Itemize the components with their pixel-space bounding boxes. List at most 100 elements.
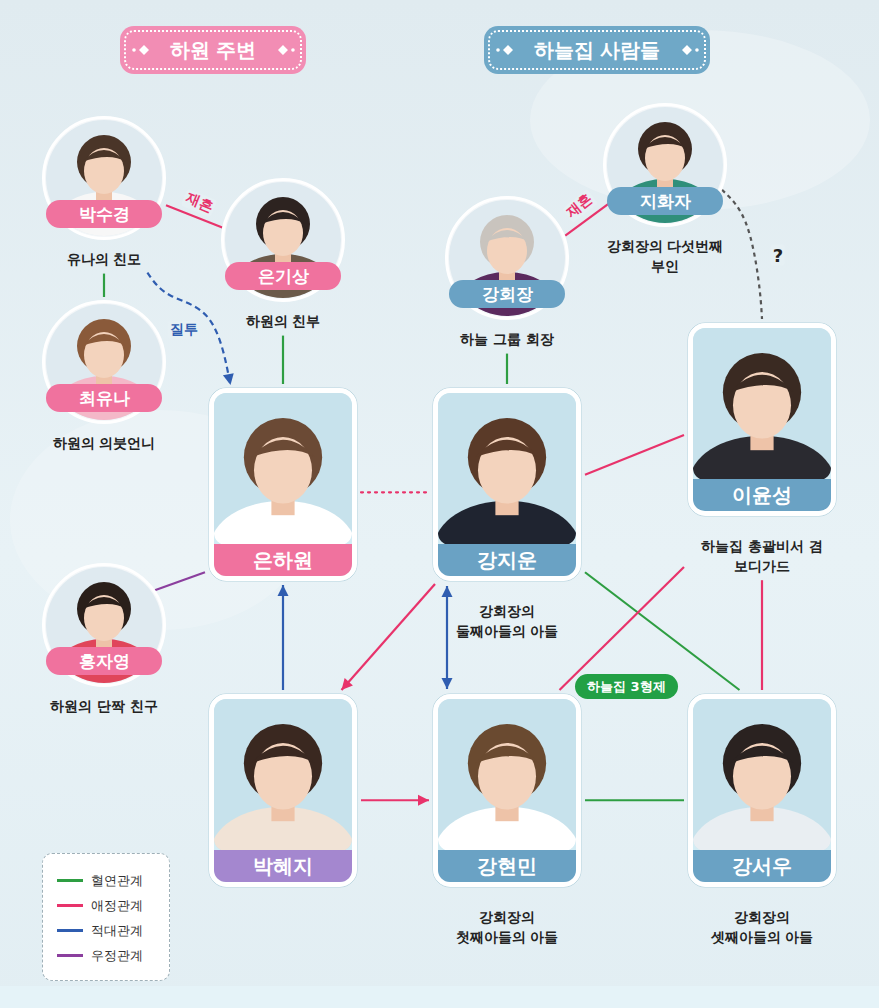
character-card: 강서우강회장의 셋째아들의 아들 bbox=[687, 693, 837, 947]
legend-swatch bbox=[57, 879, 83, 882]
portrait-frame: 강서우 bbox=[687, 693, 837, 888]
legend-text: 우정관계 bbox=[91, 947, 143, 965]
portrait-frame: 지화자 bbox=[603, 103, 727, 227]
character-name: 강서우 bbox=[732, 853, 792, 880]
character-name: 홍자영 bbox=[79, 650, 130, 673]
legend-text: 애정관계 bbox=[91, 897, 143, 915]
legend-text: 적대관계 bbox=[91, 922, 143, 940]
legend-item: 우정관계 bbox=[57, 943, 157, 968]
relation-line bbox=[282, 585, 284, 690]
character-description: 강회장의 첫째아들의 아들 bbox=[445, 908, 569, 947]
character-card: 박혜지 bbox=[208, 693, 358, 888]
character-circle: 최유나하원의 의붓언니 bbox=[42, 300, 166, 454]
character-card: 이윤성하늘집 총괄비서 겸 보디가드 bbox=[687, 322, 837, 576]
character-description: 유나의 친모 bbox=[42, 250, 166, 270]
character-description: 하늘집 총괄비서 겸 보디가드 bbox=[687, 537, 837, 576]
arrow-head bbox=[442, 678, 453, 689]
name-band: 은기상 bbox=[225, 262, 341, 290]
character-name: 최유나 bbox=[79, 387, 130, 410]
character-name: 지화자 bbox=[640, 190, 691, 213]
character-description: 강회장의 셋째아들의 아들 bbox=[700, 908, 824, 947]
arrow-head bbox=[442, 586, 453, 597]
name-band: 강현민 bbox=[438, 850, 576, 882]
portrait-frame: 박수경 bbox=[42, 116, 166, 240]
character-card: 강지운강회장의 둘째아들의 아들 bbox=[432, 387, 582, 641]
character-description: 하원의 친부 bbox=[221, 312, 345, 332]
name-band: 강회장 bbox=[449, 280, 565, 308]
group-tag-text: 하늘집 3형제 bbox=[587, 679, 666, 694]
legend-box: 혈연관계애정관계적대관계우정관계 bbox=[42, 853, 170, 981]
portrait-frame: 강지운 bbox=[432, 387, 582, 582]
relation-label: 질투 bbox=[168, 321, 200, 339]
legend-item: 적대관계 bbox=[57, 918, 157, 943]
character-description: 강회장의 다섯번째 부인 bbox=[603, 237, 727, 276]
portrait-frame: 이윤성 bbox=[687, 322, 837, 517]
legend-swatch bbox=[57, 929, 83, 932]
character-card: 은하원 bbox=[208, 387, 358, 582]
name-band: 박수경 bbox=[46, 200, 162, 228]
banner-title: 하늘집 사람들 bbox=[534, 38, 661, 62]
name-band: 박혜지 bbox=[214, 850, 352, 882]
name-band: 최유나 bbox=[46, 384, 162, 412]
character-name: 이윤성 bbox=[732, 482, 792, 509]
portrait-frame: 은기상 bbox=[221, 178, 345, 302]
character-description: 하원의 단짝 친구 bbox=[42, 697, 166, 717]
portrait-frame: 강회장 bbox=[445, 196, 569, 320]
group-tag: 하늘집 3형제 bbox=[575, 674, 678, 699]
character-name: 박수경 bbox=[79, 203, 130, 226]
relation-line bbox=[506, 354, 508, 384]
character-name: 강회장 bbox=[482, 283, 533, 306]
legend-swatch bbox=[57, 904, 83, 907]
legend-swatch bbox=[57, 954, 83, 957]
character-circle: 강회장하늘 그룹 회장 bbox=[445, 196, 569, 350]
character-name: 은기상 bbox=[258, 265, 309, 288]
character-description: 하늘 그룹 회장 bbox=[445, 330, 569, 350]
character-name: 강지운 bbox=[477, 547, 537, 574]
group-banner: 하늘집 사람들 bbox=[488, 30, 707, 70]
relation-line bbox=[585, 435, 684, 475]
arrow-head bbox=[418, 795, 429, 806]
relation-label: 재혼 bbox=[181, 189, 217, 218]
banner-title: 하원 주변 bbox=[170, 38, 257, 62]
relation-line bbox=[722, 190, 762, 319]
character-description: 강회장의 둘째아들의 아들 bbox=[445, 602, 569, 641]
character-description: 하원의 의붓언니 bbox=[42, 434, 166, 454]
relation-line bbox=[560, 567, 685, 690]
name-band: 강서우 bbox=[693, 850, 831, 882]
character-circle: 은기상하원의 친부 bbox=[221, 178, 345, 332]
arrow-head bbox=[223, 373, 234, 385]
name-band: 은하원 bbox=[214, 544, 352, 576]
legend-item: 애정관계 bbox=[57, 893, 157, 918]
name-band: 강지운 bbox=[438, 544, 576, 576]
portrait-frame: 홍자영 bbox=[42, 563, 166, 687]
character-name: 강현민 bbox=[477, 853, 537, 880]
arrow-head bbox=[278, 585, 289, 596]
relation-label: 재혼 bbox=[562, 189, 598, 223]
character-circle: 박수경유나의 친모 bbox=[42, 116, 166, 270]
character-name: 박혜지 bbox=[253, 853, 313, 880]
arrow-head bbox=[342, 678, 353, 690]
name-band: 지화자 bbox=[607, 187, 723, 215]
portrait-frame: 박혜지 bbox=[208, 693, 358, 888]
relation-line bbox=[342, 584, 436, 690]
character-name: 은하원 bbox=[253, 547, 313, 574]
portrait-frame: 최유나 bbox=[42, 300, 166, 424]
name-band: 홍자영 bbox=[46, 647, 162, 675]
bottom-band bbox=[0, 986, 879, 1008]
relation-label: ? bbox=[771, 245, 785, 266]
relation-line bbox=[585, 799, 684, 801]
character-card: 강현민강회장의 첫째아들의 아들 bbox=[432, 693, 582, 947]
relation-line bbox=[103, 274, 105, 297]
character-circle: 지화자강회장의 다섯번째 부인 bbox=[603, 103, 727, 276]
group-banner: 하원 주변 bbox=[124, 30, 303, 70]
relation-line bbox=[361, 491, 429, 493]
relation-line bbox=[282, 336, 284, 384]
character-circle: 홍자영하원의 단짝 친구 bbox=[42, 563, 166, 717]
portrait-frame: 강현민 bbox=[432, 693, 582, 888]
portrait-frame: 은하원 bbox=[208, 387, 358, 582]
legend-text: 혈연관계 bbox=[91, 872, 143, 890]
legend-item: 혈연관계 bbox=[57, 868, 157, 893]
name-band: 이윤성 bbox=[693, 479, 831, 511]
relation-line bbox=[761, 580, 763, 690]
